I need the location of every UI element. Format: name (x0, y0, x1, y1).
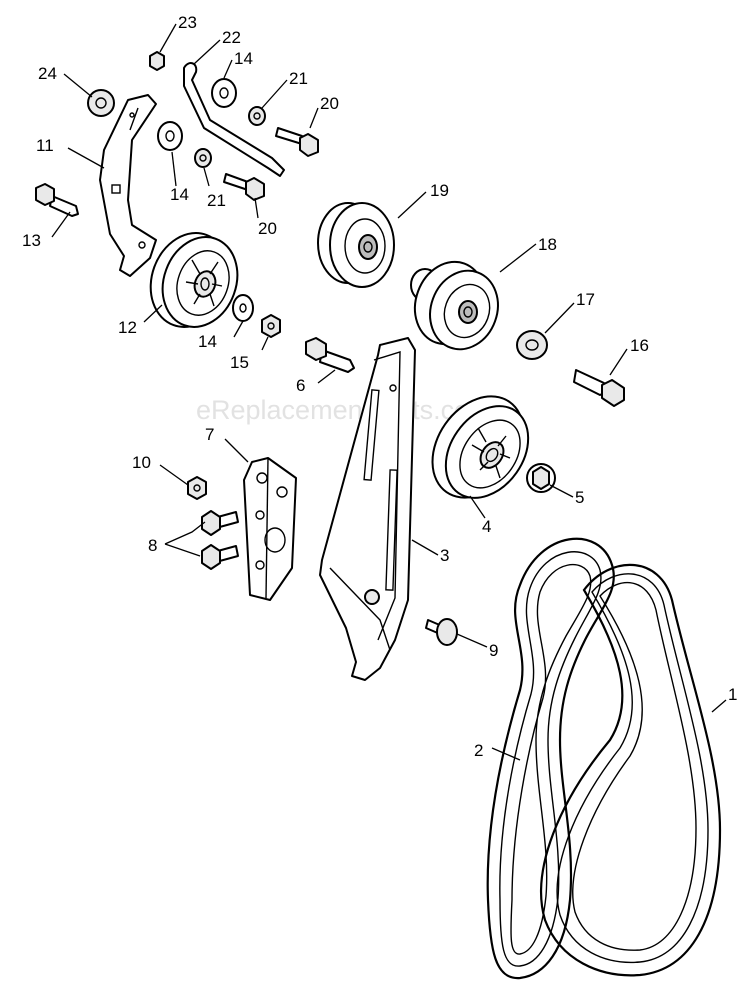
callout-14c: 14 (198, 332, 217, 351)
spacer-24 (87, 89, 115, 117)
bolt-6 (305, 337, 355, 373)
callout-15: 15 (230, 353, 249, 372)
belt-1 (540, 563, 722, 977)
callout-3: 3 (440, 546, 449, 565)
callout-11: 11 (36, 136, 54, 155)
callout-18: 18 (538, 235, 557, 254)
callout-9: 9 (489, 641, 498, 660)
bolt-20b (223, 173, 265, 201)
arm-bracket-11 (99, 94, 157, 277)
bolt-20a (275, 127, 319, 157)
bolts-8 (201, 510, 239, 570)
pulley-18 (410, 260, 499, 351)
callout-labels: 1 2 3 4 5 6 7 8 9 10 11 12 13 14 14 14 1… (22, 13, 737, 760)
callout-20a: 20 (320, 94, 339, 113)
bolt-13 (35, 183, 79, 217)
idler-pulley-4 (431, 395, 530, 499)
callout-19: 19 (430, 181, 449, 200)
bolt-9 (425, 618, 458, 646)
nut-15 (261, 314, 281, 338)
nut-23 (149, 51, 165, 71)
belt-2 (486, 537, 615, 980)
pulley-19 (317, 202, 395, 288)
callout-22: 22 (222, 28, 241, 47)
callout-13: 13 (22, 231, 41, 250)
lockwasher-21b (194, 148, 212, 168)
washer-14a (211, 78, 237, 108)
callout-1: 1 (728, 685, 737, 704)
callout-20b: 20 (258, 219, 277, 238)
nut-5 (526, 463, 556, 493)
washer-14b (157, 121, 183, 151)
watermark-text: eReplacementParts.com (196, 395, 492, 425)
nut-10 (187, 476, 207, 500)
rod-22 (183, 62, 285, 177)
washer-17 (516, 330, 548, 360)
plate-7 (243, 457, 297, 601)
washer-14c (232, 294, 254, 322)
callout-17: 17 (576, 290, 595, 309)
callout-4: 4 (482, 517, 491, 536)
callout-6: 6 (296, 376, 305, 395)
callout-12: 12 (118, 318, 137, 337)
callout-24: 24 (38, 64, 57, 83)
callout-10: 10 (132, 453, 151, 472)
leader-lines (51, 23, 727, 761)
idler-bracket-3 (319, 337, 416, 681)
callout-21a: 21 (289, 69, 308, 88)
callout-14a: 14 (234, 49, 253, 68)
callout-7: 7 (205, 425, 214, 444)
callout-14b: 14 (170, 185, 189, 204)
callout-16: 16 (630, 336, 649, 355)
callout-5: 5 (575, 488, 584, 507)
callout-23: 23 (178, 13, 197, 32)
callout-21b: 21 (207, 191, 226, 210)
callout-8: 8 (148, 536, 157, 555)
idler-pulley-12 (149, 232, 239, 328)
lockwasher-21a (248, 106, 266, 126)
bolt-16 (573, 369, 625, 407)
callout-2: 2 (474, 741, 483, 760)
